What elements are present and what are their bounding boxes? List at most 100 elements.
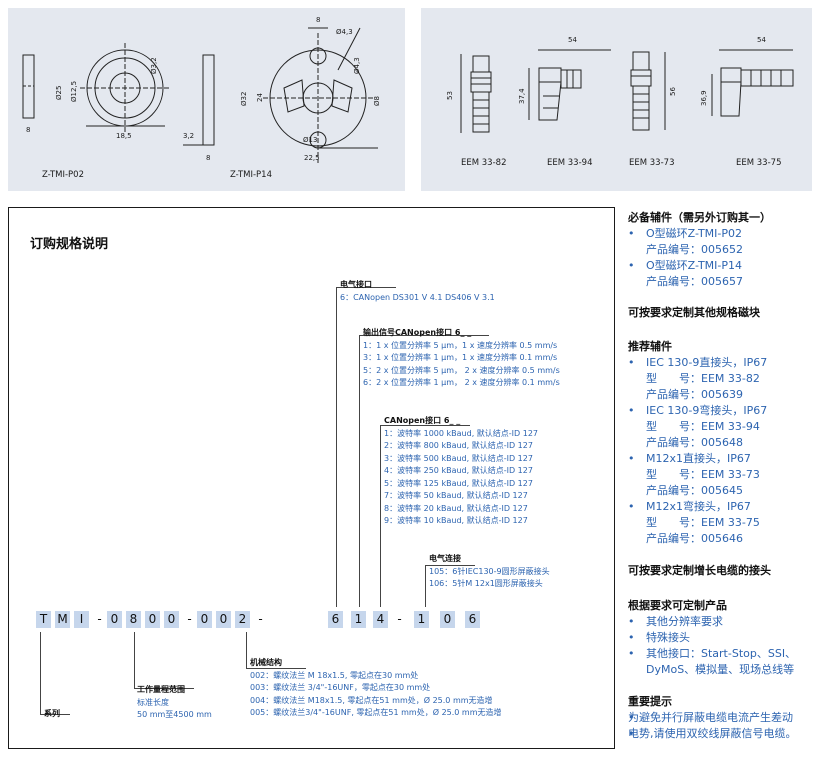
section-heading: 工作量程范围 <box>137 685 185 694</box>
dim-label: 56 <box>669 87 677 96</box>
leader-line <box>359 335 489 336</box>
leader-line <box>425 565 426 607</box>
recommended-accessories: 推荐辅件 IEC 130-9直接头，IP67 型 号：EEM 33-82 产品编… <box>628 339 767 547</box>
connector-drawings <box>460 49 794 133</box>
notice-line: 为避免并行屏蔽电缆电流产生差动 <box>628 710 797 726</box>
code-cell: 0 <box>145 611 160 628</box>
leader-line <box>359 335 360 607</box>
option-item: 106：5针M 12x1圆形屏蔽接头 <box>429 579 543 588</box>
product-code: 产品编号：005639 <box>646 388 743 401</box>
dim-label: Ø4,3 <box>353 57 361 74</box>
part-label-z-tmi-p14: Z-TMI-P14 <box>230 170 273 180</box>
connector-drawing-panel: 53 54 37,4 56 54 36,9 EEM 33-82 EEM 33-9… <box>421 8 812 191</box>
code-cell: 0 <box>440 611 455 628</box>
section-heading: CANopen接口 6_ _ <box>384 416 461 425</box>
option-item: 002：螺纹法兰 M 18x1.5, 零起点在30 mm处 <box>250 670 419 680</box>
note-text: 可按要求定制其他规格磁块 <box>628 306 760 319</box>
code-cell: 0 <box>216 611 231 628</box>
notice-line: 电势,请使用双绞线屏蔽信号电缆。 <box>628 726 797 742</box>
option-item: 6：2 x 位置分辨率 1 μm， 2 x 速度分辨率 0.1 mm/s <box>363 378 560 387</box>
magnet-drawing-panel: 8 Ø4,3 Ø25 Ø12,5 Ø3,2 18,5 8 3,2 8 24 Ø3… <box>8 8 405 191</box>
dim-label: Ø32 <box>240 91 248 106</box>
dim-label: 8 <box>206 154 211 162</box>
ordering-title: 订购规格说明 <box>30 237 109 252</box>
code-dash: - <box>187 612 192 626</box>
required-accessories: 必备辅件（需另外订购其一） O型磁环Z-TMI-P02 产品编号：005652 … <box>628 210 771 290</box>
list-item: M12x1直接头，IP67 <box>628 451 767 467</box>
leader-line <box>40 632 41 714</box>
part-label-eem-33-73: EEM 33-73 <box>629 158 675 168</box>
dim-label: 22,5 <box>304 154 320 162</box>
dim-label: 53 <box>446 91 454 100</box>
option-item: 8：波特率 20 kBaud, 默认结点-ID 127 <box>384 503 528 513</box>
code-dash: - <box>258 612 263 626</box>
option-item: 7：波特率 50 kBaud, 默认结点-ID 127 <box>384 491 528 500</box>
dim-label: Ø4,3 <box>336 28 353 36</box>
note-text: 可按要求定制增长电缆的接头 <box>628 564 771 577</box>
product-code: 产品编号：005652 <box>646 243 743 256</box>
list-item: 特殊接头 <box>628 630 796 646</box>
code-cell: T <box>36 611 51 628</box>
series-section: 系列 <box>44 708 60 721</box>
dim-label: Ø12,5 <box>70 80 78 102</box>
type-code: 型 号：EEM 33-75 <box>646 516 760 529</box>
leader-line <box>134 688 194 689</box>
option-item: 5：波特率 125 kBaud, 默认结点-ID 127 <box>384 478 533 488</box>
type-code: 型 号：EEM 33-73 <box>646 468 760 481</box>
option-item: 003：螺纹法兰 3/4"-16UNF，零起点在30 mm处 <box>250 683 431 692</box>
option-item: 004：螺纹法兰 M18x1.5, 零起点在51 mm处，Ø 25.0 mm无造… <box>250 695 493 705</box>
option-item: 3：1 x 位置分辨率 1 μm，1 x 速度分辨率 0.1 mm/s <box>363 353 558 362</box>
list-item: IEC 130-9弯接头，IP67 <box>628 403 767 419</box>
section-heading: 电气接口 <box>340 280 372 289</box>
code-dash: - <box>397 612 402 626</box>
code-cell: 4 <box>373 611 388 628</box>
code-cell: 1 <box>414 611 429 628</box>
code-cell: 1 <box>351 611 366 628</box>
type-code: 型 号：EEM 33-94 <box>646 420 760 433</box>
dim-label: 24 <box>256 93 264 102</box>
section-heading: 重要提示 <box>628 695 672 708</box>
custom-cable-note: 可按要求定制增长电缆的接头 <box>628 563 771 579</box>
section-heading: 必备辅件（需另外订购其一） <box>628 211 771 224</box>
important-notice: 重要提示 为避免并行屏蔽电缆电流产生差动 电势,请使用双绞线屏蔽信号电缆。 <box>628 694 797 742</box>
custom-products: 根据要求可定制产品 其他分辨率要求 特殊接头 其他接口：Start-Stop、S… <box>628 598 796 678</box>
section-heading: 系列 <box>44 709 60 718</box>
leader-line <box>246 668 306 669</box>
part-label-z-tmi-p02: Z-TMI-P02 <box>42 170 85 180</box>
code-cell: 2 <box>235 611 250 628</box>
type-code: 型 号：EEM 33-82 <box>646 372 760 385</box>
section-heading: 根据要求可定制产品 <box>628 599 727 612</box>
dim-label: Ø3,2 <box>150 57 158 74</box>
option-item: 1：波特率 1000 kBaud, 默认结点-ID 127 <box>384 428 539 438</box>
product-code: 产品编号：005646 <box>646 532 743 545</box>
electrical-connection-section: 电气连接 105：6针IEC130-9圆形屏蔽接头 106：5针M 12x1圆形… <box>429 553 550 591</box>
dim-label: 18,5 <box>116 132 132 140</box>
leader-line <box>336 287 396 288</box>
list-item: 其他分辨率要求 <box>628 614 796 630</box>
dim-label: 54 <box>757 36 766 44</box>
range-section: 工作量程范围 标准长度 50 mm至4500 mm <box>137 684 212 722</box>
part-label-eem-33-82: EEM 33-82 <box>461 158 507 168</box>
code-cell: 0 <box>107 611 122 628</box>
dim-label: Ø25 <box>55 85 63 100</box>
option-item: 005：螺纹法兰3/4"-16UNF, 零起点在51 mm处，Ø 25.0 mm… <box>250 708 502 717</box>
product-code: 产品编号：005648 <box>646 436 743 449</box>
section-heading: 输出信号CANopen接口 6_ _ <box>363 328 472 337</box>
dim-label: 54 <box>568 36 577 44</box>
code-cell: 0 <box>164 611 179 628</box>
part-label-eem-33-94: EEM 33-94 <box>547 158 593 168</box>
list-item: M12x1弯接头，IP67 <box>628 499 767 515</box>
dim-label: Ø13 <box>303 136 318 144</box>
option-item: 1：1 x 位置分辨率 5 μm，1 x 速度分辨率 0.5 mm/s <box>363 340 558 350</box>
option-item: 4：波特率 250 kBaud, 默认结点-ID 127 <box>384 466 533 475</box>
electrical-interface-section: 电气接口 6：CANopen DS301 V 4.1 DS406 V 3.1 <box>340 279 495 304</box>
custom-magnet-note: 可按要求定制其他规格磁块 <box>628 305 760 321</box>
code-cell: M <box>55 611 70 628</box>
section-heading: 推荐辅件 <box>628 340 672 353</box>
option-item: 3：波特率 500 kBaud, 默认结点-ID 127 <box>384 453 533 463</box>
option-item: 2：波特率 800 kBaud, 默认结点-ID 127 <box>384 441 533 450</box>
dim-label: 3,2 <box>183 132 195 140</box>
code-cell: 6 <box>465 611 480 628</box>
option-item: 6：CANopen DS301 V 4.1 DS406 V 3.1 <box>340 292 495 302</box>
output-signal-section: 输出信号CANopen接口 6_ _ 1：1 x 位置分辨率 5 μm，1 x … <box>363 327 560 390</box>
